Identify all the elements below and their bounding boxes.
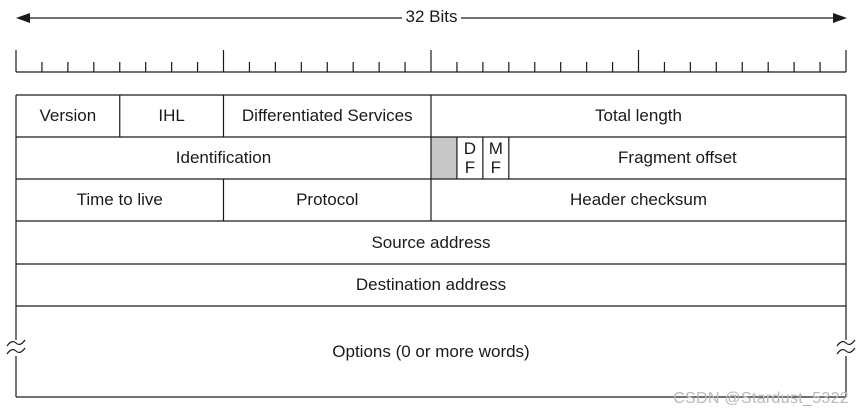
flag-letter: F <box>464 158 476 177</box>
watermark: CSDN @Stardust_5322 <box>673 390 849 407</box>
field-label: IHL <box>158 106 185 125</box>
field-total-length: Total length <box>431 95 846 137</box>
field-label: Fragment offset <box>618 148 737 167</box>
field-version: Version <box>16 95 120 137</box>
field-label: Source address <box>371 232 491 252</box>
field-fragment-offset: Fragment offset <box>509 137 846 179</box>
field-ihl: IHL <box>120 95 224 137</box>
field-source-address: Source address <box>16 221 846 264</box>
field-label: Identification <box>175 148 272 167</box>
field-protocol: Protocol <box>224 179 432 221</box>
field-label: Header checksum <box>569 190 707 209</box>
bit-ruler <box>15 50 847 73</box>
field-reserved-bit <box>431 137 457 179</box>
field-label: Differentiated Services <box>241 106 413 125</box>
field-options-0-or-more-words: Options (0 or more words) <box>16 306 846 397</box>
ipv4-header-diagram: Version IHL Differentiated Services Total l… <box>16 95 846 397</box>
field-time-to-live: Time to live <box>16 179 224 221</box>
field-differentiated-services: Differentiated Services <box>224 95 432 137</box>
flag-letter: M <box>488 139 503 158</box>
field-label: Time to live <box>76 190 163 209</box>
arrowhead-right-icon <box>833 13 847 23</box>
field-label: Options (0 or more words) <box>332 341 530 361</box>
field-label: Destination address <box>355 275 507 294</box>
field-label: Total length <box>595 106 682 125</box>
bits-width-label: 32 Bits <box>0 7 863 27</box>
field-label: Protocol <box>296 190 359 209</box>
field-destination-address: Destination address <box>16 264 846 306</box>
flag-letter: D <box>463 139 477 158</box>
field-header-checksum: Header checksum <box>431 179 846 221</box>
arrowhead-left-icon <box>16 13 30 23</box>
field-identification: Identification <box>16 137 431 179</box>
field-label: Version <box>39 106 97 125</box>
flag-letter: F <box>490 158 502 177</box>
